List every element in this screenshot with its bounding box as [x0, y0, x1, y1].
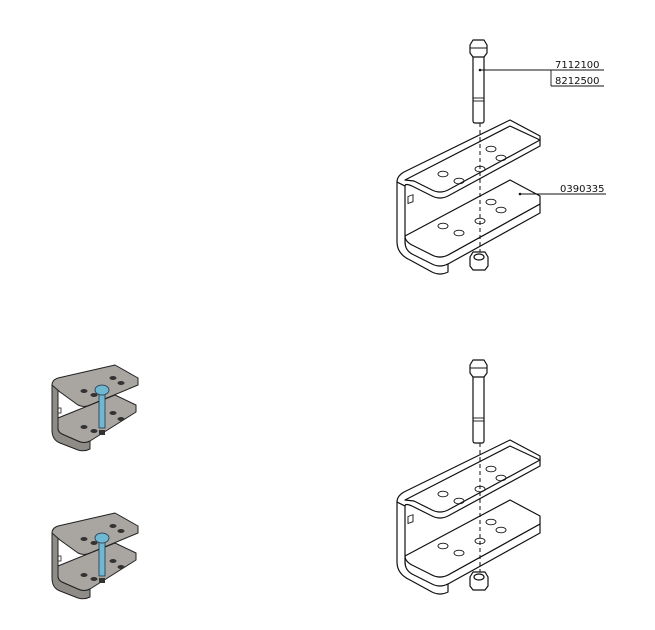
- part-label-bolt: 7112100: [555, 60, 600, 71]
- exploded-view-unlabeled: [396, 359, 541, 595]
- u-bracket-drawing: [396, 119, 541, 275]
- part-label-bracket: 0390335: [560, 184, 605, 195]
- assembled-thumbnail-1: [51, 364, 139, 452]
- exploded-view-labeled: 7112100 8212500 0390335: [396, 39, 606, 275]
- u-bracket-drawing-2: [396, 439, 541, 595]
- part-label-nut: 8212500: [555, 76, 600, 87]
- assembled-thumbnail-2: [51, 512, 139, 600]
